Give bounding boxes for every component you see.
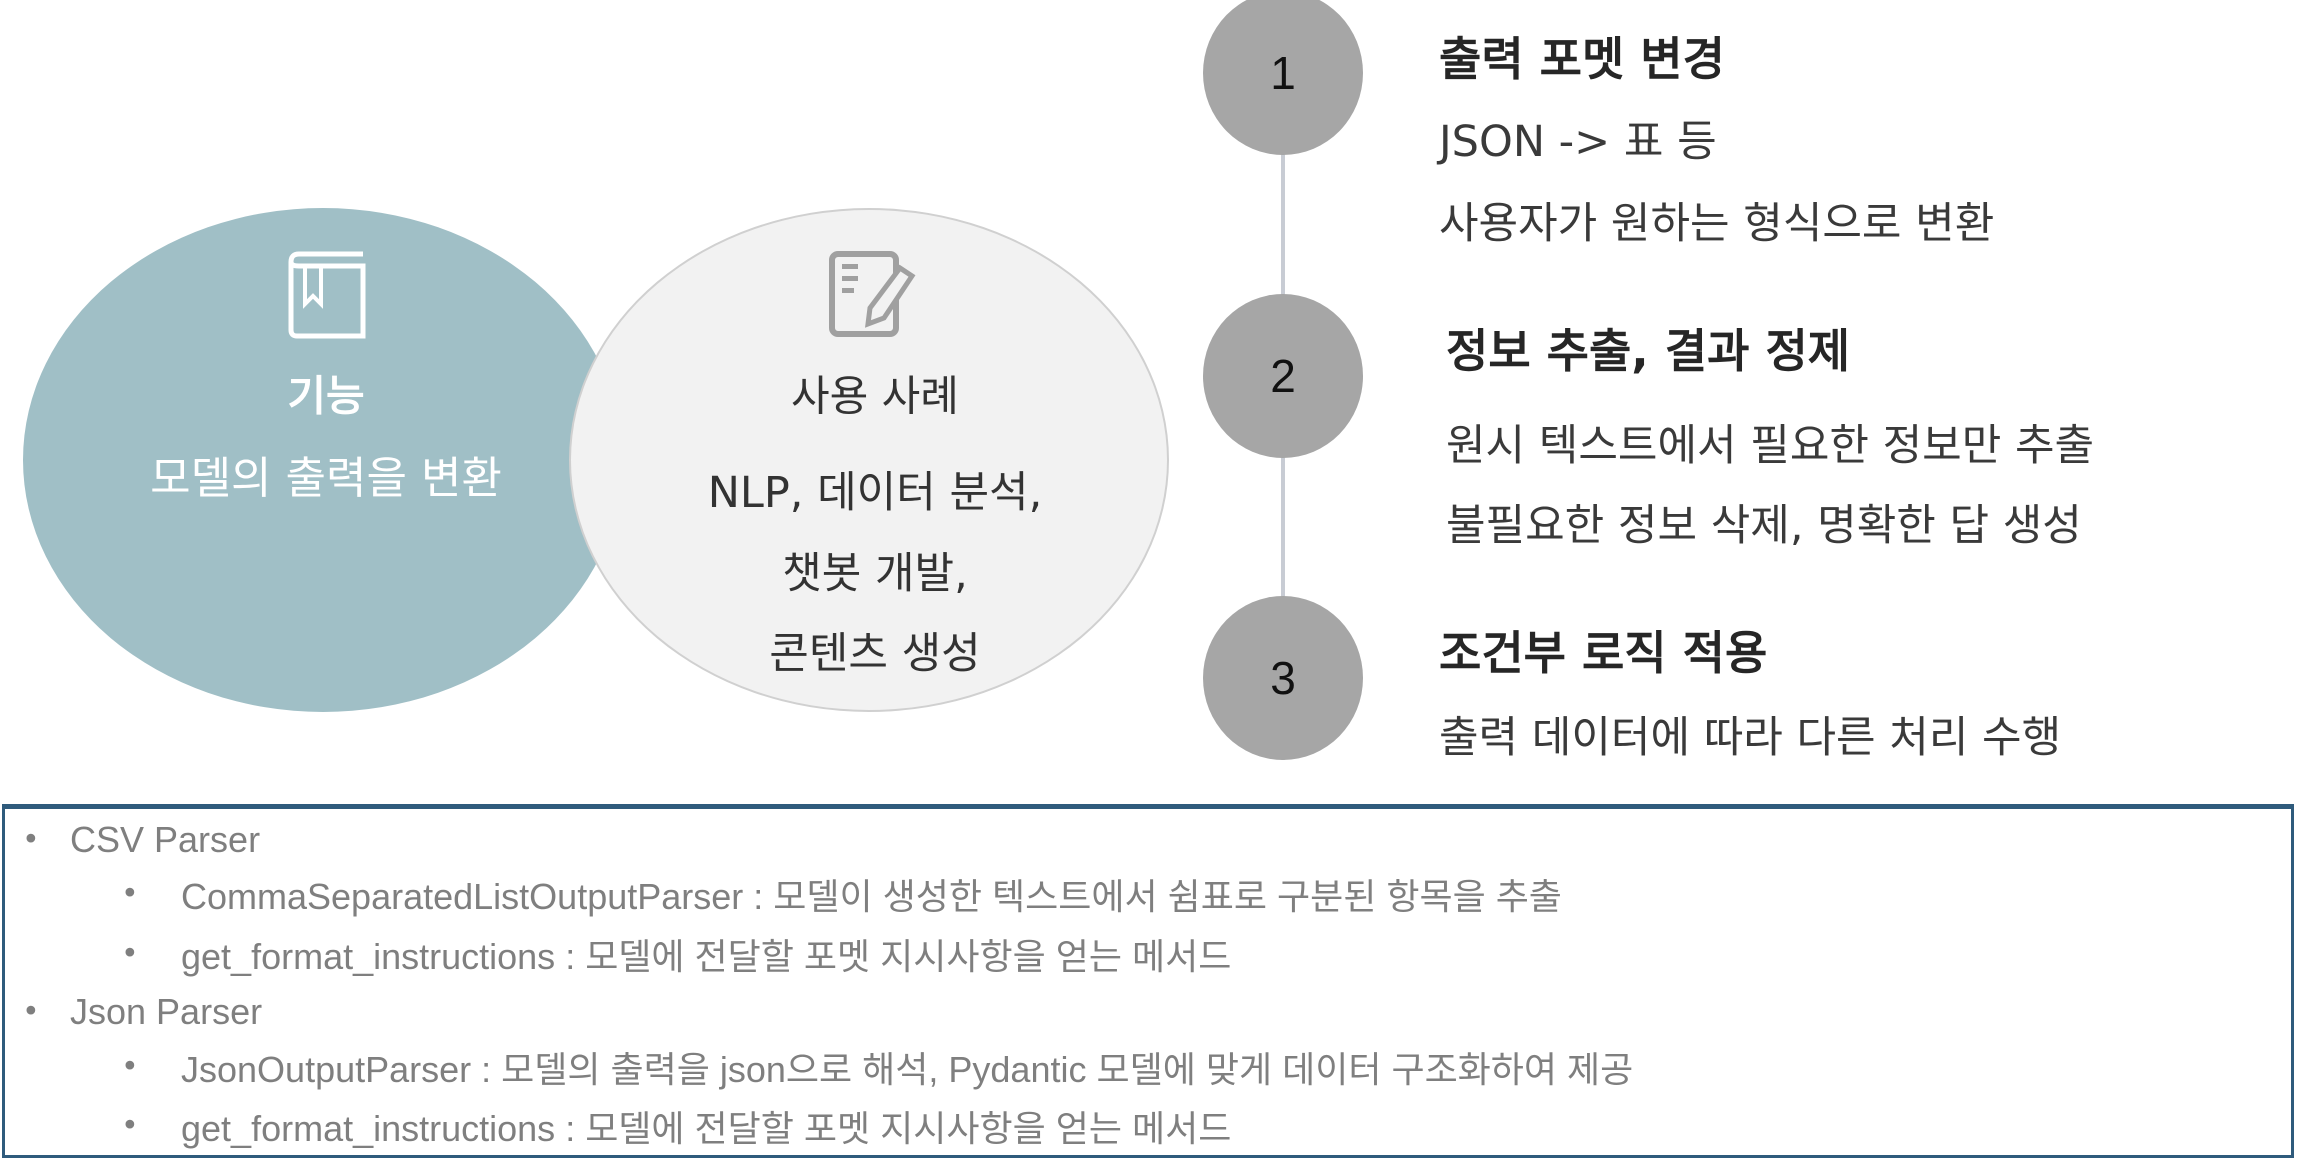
parser-item: get_format_instructions : 모델에 전달할 포멧 지시사… xyxy=(181,1108,1232,1149)
step-title-1: 출력 포멧 변경 xyxy=(1439,32,1725,86)
bullet-icon: • xyxy=(121,876,139,912)
use-case-line: 콘텐츠 생성 xyxy=(769,629,981,679)
edit-document-icon xyxy=(829,251,916,337)
step-line: 불필요한 정보 삭제, 명확한 답 생성 xyxy=(1446,501,2082,551)
step-line: 사용자가 원하는 형식으로 변환 xyxy=(1439,199,1995,249)
parser-name: CSV Parser xyxy=(70,819,261,860)
use-case-line: NLP, 데이터 분석, xyxy=(707,468,1043,518)
parser-list-box xyxy=(2,804,2294,1158)
book-icon xyxy=(288,251,366,339)
function-description: 모델의 출력을 변환 xyxy=(150,453,502,504)
step-number-2: 2 xyxy=(1203,294,1363,458)
step-line: 원시 텍스트에서 필요한 정보만 추출 xyxy=(1446,421,2095,471)
use-cases-title: 사용 사례 xyxy=(791,371,959,421)
step-title-3: 조건부 로직 적용 xyxy=(1439,626,1768,680)
step-number-3: 3 xyxy=(1203,596,1363,760)
parser-item: get_format_instructions : 모델에 전달할 포멧 지시사… xyxy=(181,936,1232,977)
step-title-2: 정보 추출, 결과 정제 xyxy=(1446,324,1851,378)
parser-item: JsonOutputParser : 모델의 출력을 json으로 해석, Py… xyxy=(181,1049,1634,1090)
step-number-1: 1 xyxy=(1203,0,1363,155)
function-title: 기능 xyxy=(287,371,365,421)
step-line: JSON -> 표 등 xyxy=(1439,117,1717,167)
bullet-icon: • xyxy=(22,994,40,1030)
parser-item: CommaSeparatedListOutputParser : 모델이 생성한… xyxy=(181,876,1562,917)
bullet-icon: • xyxy=(121,936,139,972)
use-case-line: 챗봇 개발, xyxy=(782,549,968,599)
parser-name: Json Parser xyxy=(70,991,263,1032)
bullet-icon: • xyxy=(121,1108,139,1144)
step-line: 출력 데이터에 따라 다른 처리 수행 xyxy=(1439,713,2062,763)
bullet-icon: • xyxy=(22,822,40,858)
use-cases-circle xyxy=(569,208,1169,712)
bullet-icon: • xyxy=(121,1049,139,1085)
